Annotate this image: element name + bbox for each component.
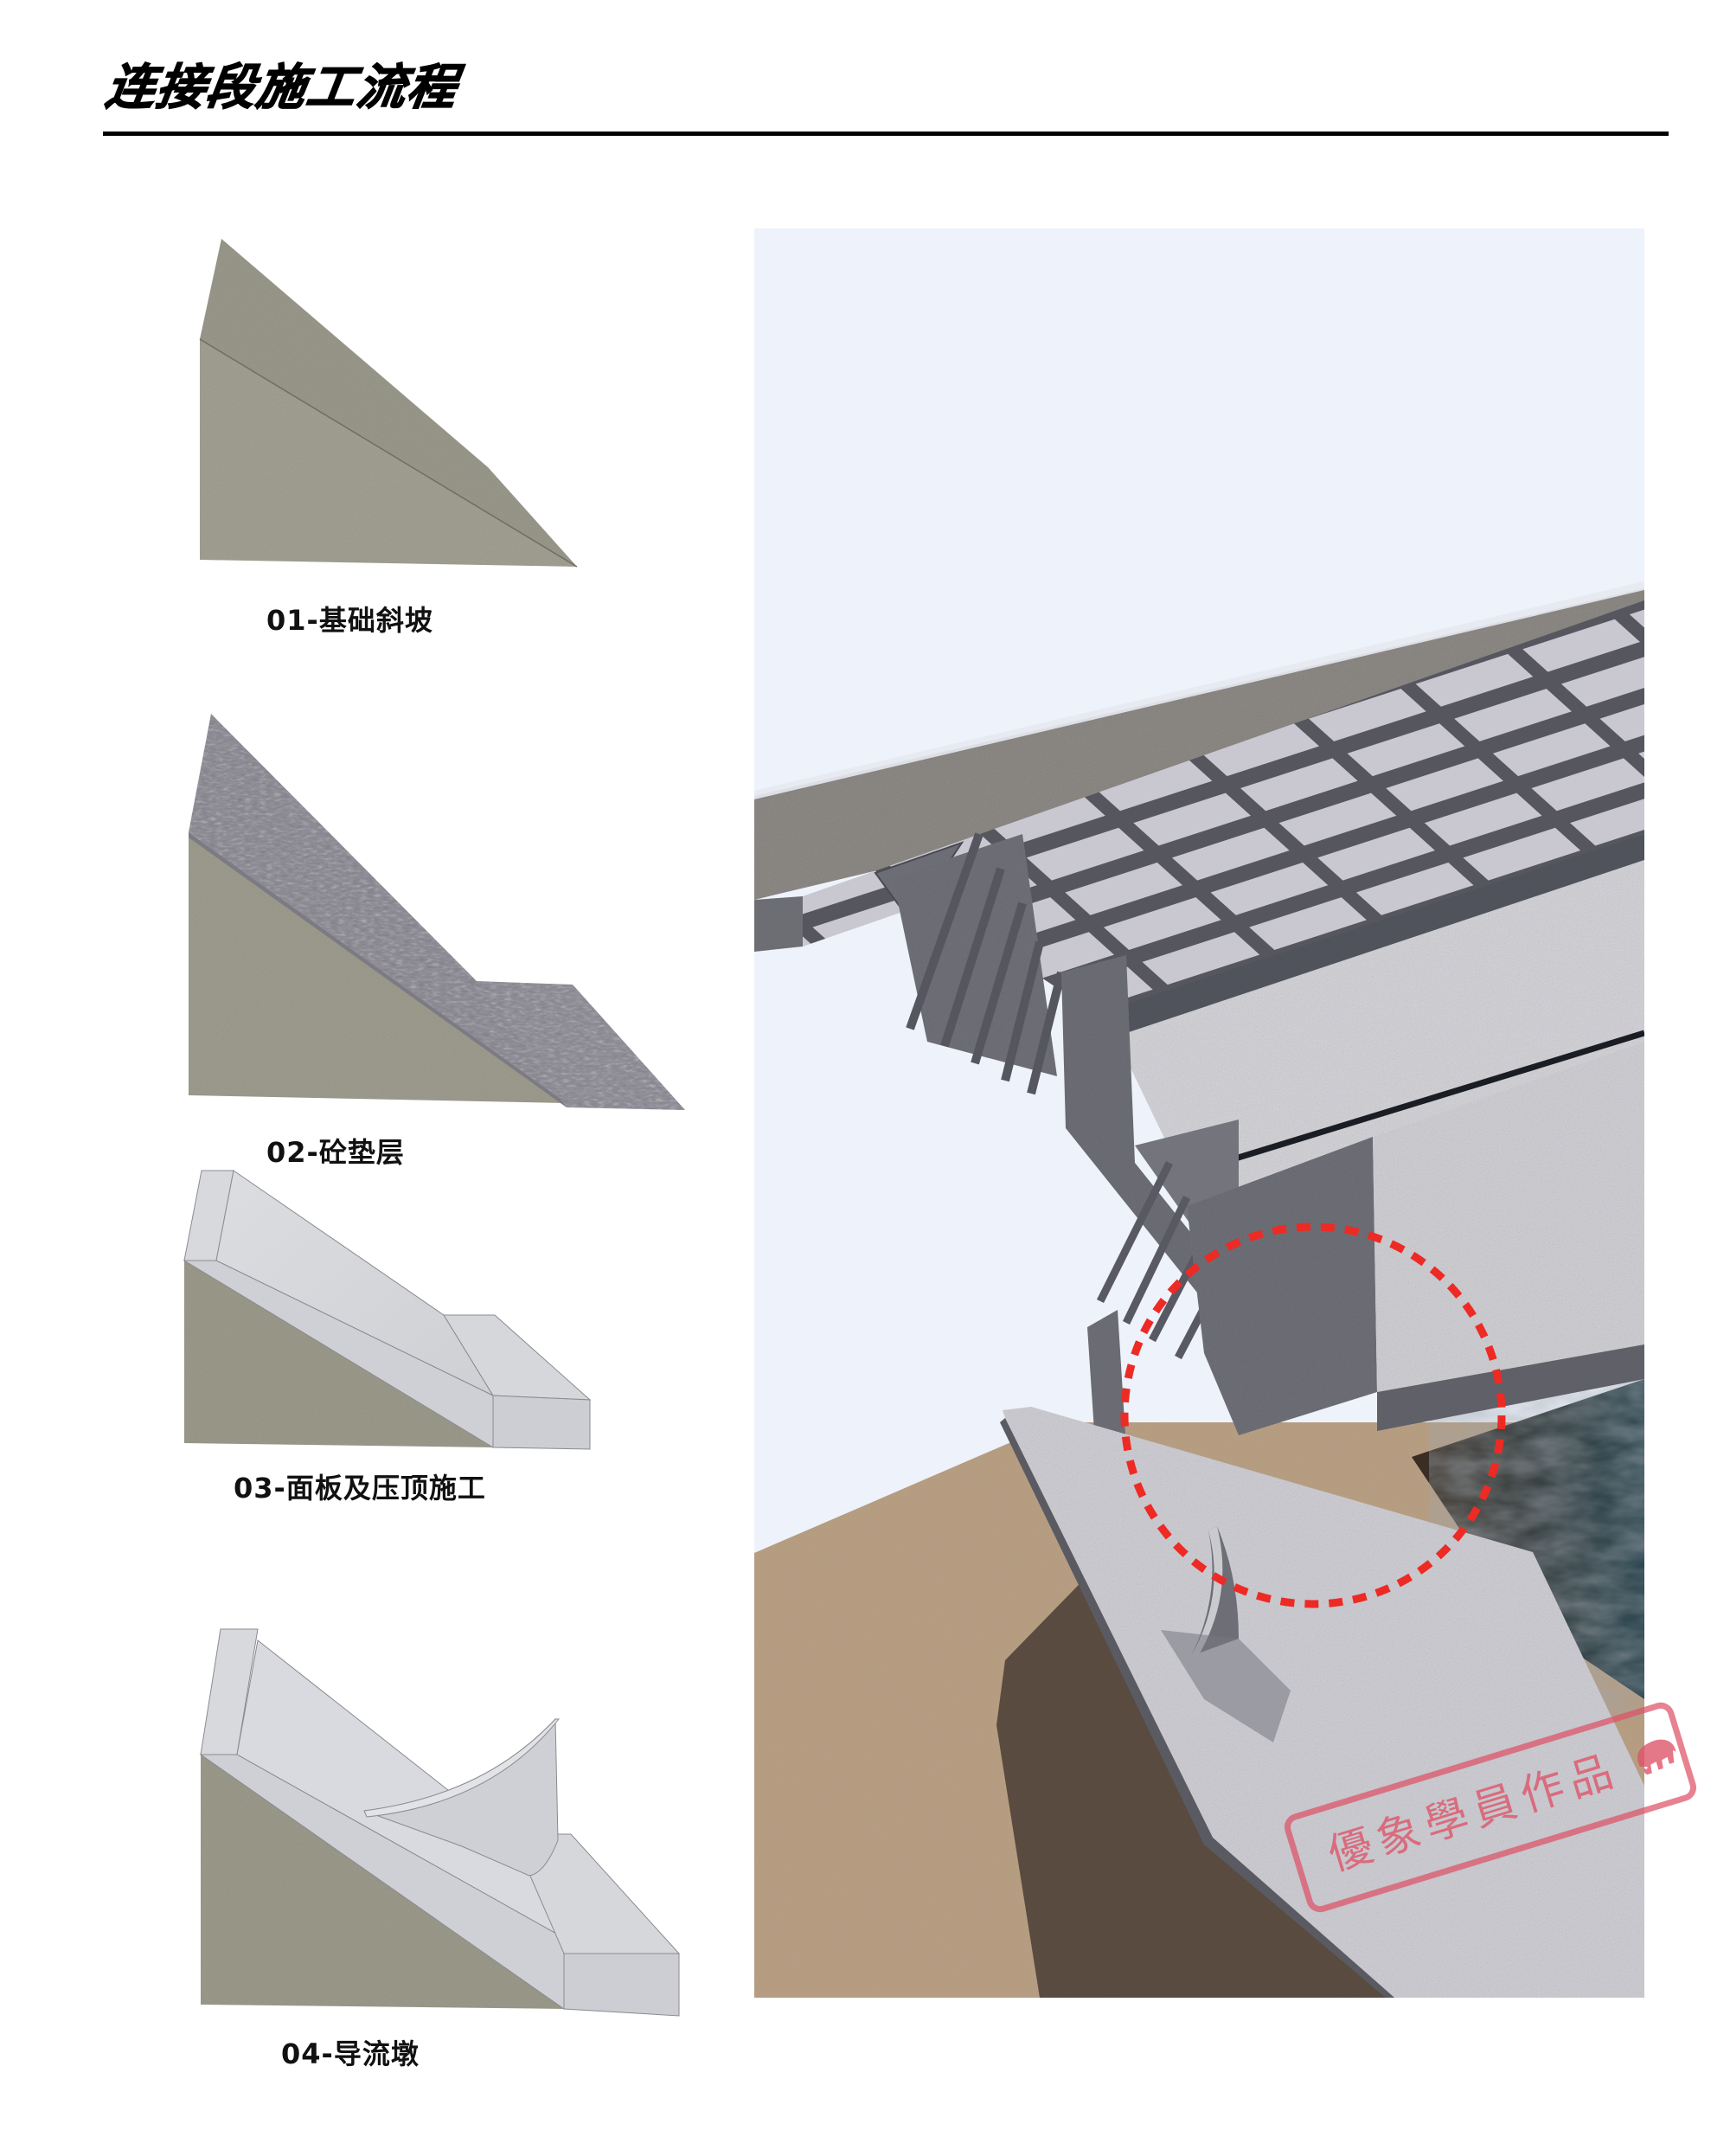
step-02-concrete-cushion: 02-砼垫层 <box>0 0 709 1177</box>
step-label: 04-导流墩 <box>281 2037 420 2070</box>
panel-and-coping-diagram <box>183 1170 592 1450</box>
step-label: 03-面板及压顶施工 <box>234 1472 486 1505</box>
highlight-circle <box>1120 1222 1506 1608</box>
watermark-stamp: 優象學員作品 <box>1281 1698 1700 1916</box>
apron-slab <box>1003 1407 1644 1998</box>
embankment-top <box>754 588 1644 900</box>
step-label: 01-基础斜坡 <box>266 604 433 637</box>
step-01-foundation-slope: 01-基础斜坡 <box>0 0 692 658</box>
title-divider <box>103 132 1669 136</box>
foundation-slope-diagram <box>199 239 578 568</box>
elephant-icon <box>1637 1739 1676 1775</box>
concrete-cushion-layer-diagram <box>189 714 685 1110</box>
step-label: 02-砼垫层 <box>266 1136 405 1169</box>
rendering-illustration <box>754 581 1644 1998</box>
step-04-diversion-pier: 04-导流墩 <box>0 0 709 2094</box>
diversion-pier-diagram <box>199 1628 681 2017</box>
render-image-connection-section <box>754 228 1644 1998</box>
step-03-panel-and-coping: 03-面板及压顶施工 <box>0 0 709 1523</box>
